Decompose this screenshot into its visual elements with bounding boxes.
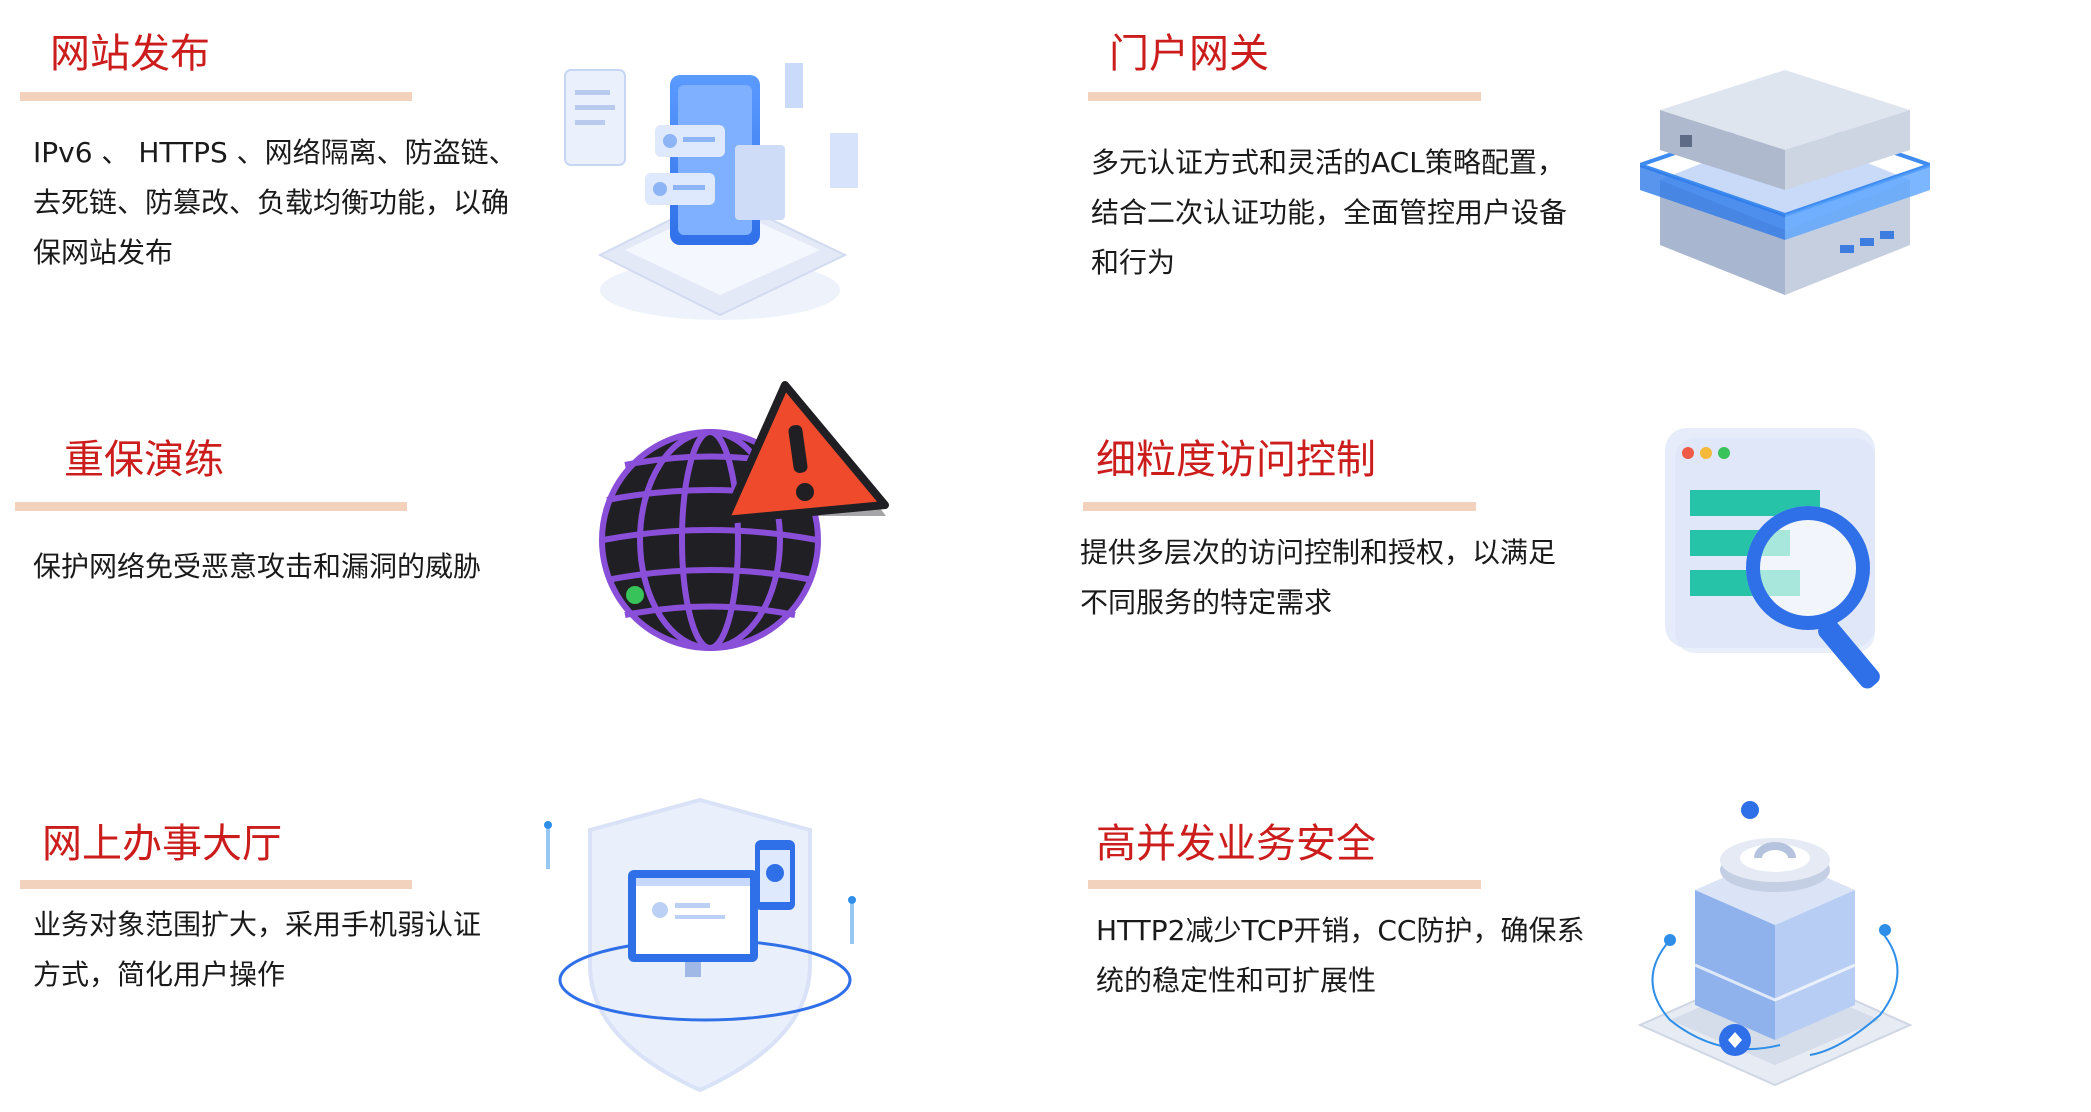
description-line: 不同服务的特定需求 (1080, 586, 1333, 619)
feature-description: 提供多层次的访问控制和授权，以满足 不同服务的特定需求 (1080, 528, 1556, 628)
title-underline (20, 880, 412, 889)
description-line: 保网站发布 (33, 236, 174, 269)
description-line: 提供多层次的访问控制和授权，以满足 (1080, 536, 1557, 569)
title-underline (1088, 92, 1481, 101)
feature-description: 保护网络免受恶意攻击和漏洞的威胁 (33, 542, 481, 592)
mobile-app-icon (545, 55, 865, 325)
description-line: 多元认证方式和灵活的ACL策略配置， (1091, 146, 1565, 179)
description-line: 保护网络免受恶意攻击和漏洞的威胁 (33, 550, 482, 583)
description-line: 业务对象范围扩大，采用手机弱认证 (33, 908, 482, 941)
feature-description: IPv6 、 HTTPS 、网络隔离、防盗链、 去死链、防篡改、负载均衡功能，以… (33, 128, 517, 278)
description-line: 和行为 (1091, 246, 1176, 279)
feature-title: 网上办事大厅 (42, 821, 282, 867)
title-underline (15, 502, 407, 511)
feature-title: 门户网关 (1109, 31, 1269, 77)
shield-monitor-icon (540, 795, 860, 1095)
description-line: HTTP2减少TCP开销，CC防护，确保系 (1096, 914, 1585, 947)
title-underline (1083, 502, 1476, 511)
description-line: 结合二次认证功能，全面管控用户设备 (1091, 196, 1568, 229)
title-underline (20, 92, 412, 101)
feature-title: 细粒度访问控制 (1096, 437, 1376, 483)
feature-description: 业务对象范围扩大，采用手机弱认证 方式，简化用户操作 (33, 900, 481, 1000)
description-line: IPv6 、 HTTPS 、网络隔离、防盗链、 (33, 136, 517, 169)
globe-warning-icon (595, 380, 895, 655)
description-line: 去死链、防篡改、负载均衡功能，以确 (33, 186, 510, 219)
server-icon (1640, 70, 1930, 310)
feature-description: 多元认证方式和灵活的ACL策略配置， 结合二次认证功能，全面管控用户设备 和行为 (1091, 138, 1567, 288)
concurrency-platform-icon (1630, 790, 1920, 1095)
title-underline (1088, 880, 1481, 889)
description-line: 方式，简化用户操作 (33, 958, 286, 991)
description-line: 统的稳定性和可扩展性 (1096, 964, 1377, 997)
feature-title: 网站发布 (50, 31, 210, 77)
feature-title: 高并发业务安全 (1096, 821, 1376, 867)
magnifier-window-icon (1660, 418, 1900, 698)
feature-title: 重保演练 (64, 437, 224, 483)
feature-description: HTTP2减少TCP开销，CC防护，确保系 统的稳定性和可扩展性 (1096, 906, 1584, 1006)
